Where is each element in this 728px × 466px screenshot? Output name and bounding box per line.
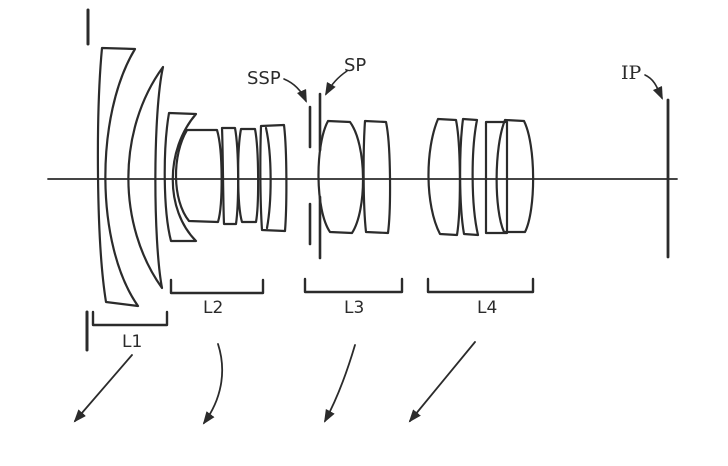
ip-label: IP: [621, 62, 642, 84]
L2-group-label: L2: [203, 298, 223, 318]
group-brackets: [91, 277, 535, 327]
L4-element-2: [459, 117, 480, 237]
L4-element-4: [495, 118, 535, 234]
L1-movement-arrow: [73, 354, 133, 423]
L2-element-1: [163, 111, 198, 243]
lens-group-L2: [163, 111, 288, 243]
sp-label: SP: [344, 55, 366, 76]
L4-element-1: [427, 117, 461, 237]
L1-element-1: [96, 46, 140, 308]
leader-lines: [283, 70, 663, 103]
L1-bracket: [91, 310, 169, 327]
L3-element-1: [317, 119, 365, 235]
lens-group-L4: [427, 117, 535, 237]
L3-element-2: [362, 119, 392, 235]
L3-bracket: [303, 277, 404, 294]
L4-group-label: L4: [477, 298, 497, 318]
L2-element-3: [220, 126, 240, 226]
lens-group-L1: [96, 46, 165, 308]
L3-movement-arrow: [324, 344, 356, 423]
L1-group-label: L1: [122, 332, 142, 352]
ink-group: [47, 8, 678, 425]
L2-element-4: [237, 127, 260, 224]
L2-element-5-cement-surface: [264, 126, 272, 230]
L2-movement-arrow: [202, 343, 224, 425]
L2-bracket: [169, 278, 265, 295]
aperture-stops: [308, 92, 322, 260]
L1-element-2: [127, 65, 165, 290]
ip-leader-arrow: [644, 74, 663, 100]
lens-group-L3: [317, 119, 392, 235]
L4-movement-arrow: [408, 341, 476, 423]
ssp-label: SSP: [247, 68, 281, 89]
sp-leader-arrow: [325, 70, 348, 96]
L4-bracket: [426, 277, 535, 294]
L3-group-label: L3: [344, 298, 364, 318]
L2-element-2: [174, 128, 223, 224]
ssp-leader-arrow: [283, 78, 307, 103]
L2-element-5: [259, 123, 288, 233]
movement-arrows: [73, 341, 476, 425]
